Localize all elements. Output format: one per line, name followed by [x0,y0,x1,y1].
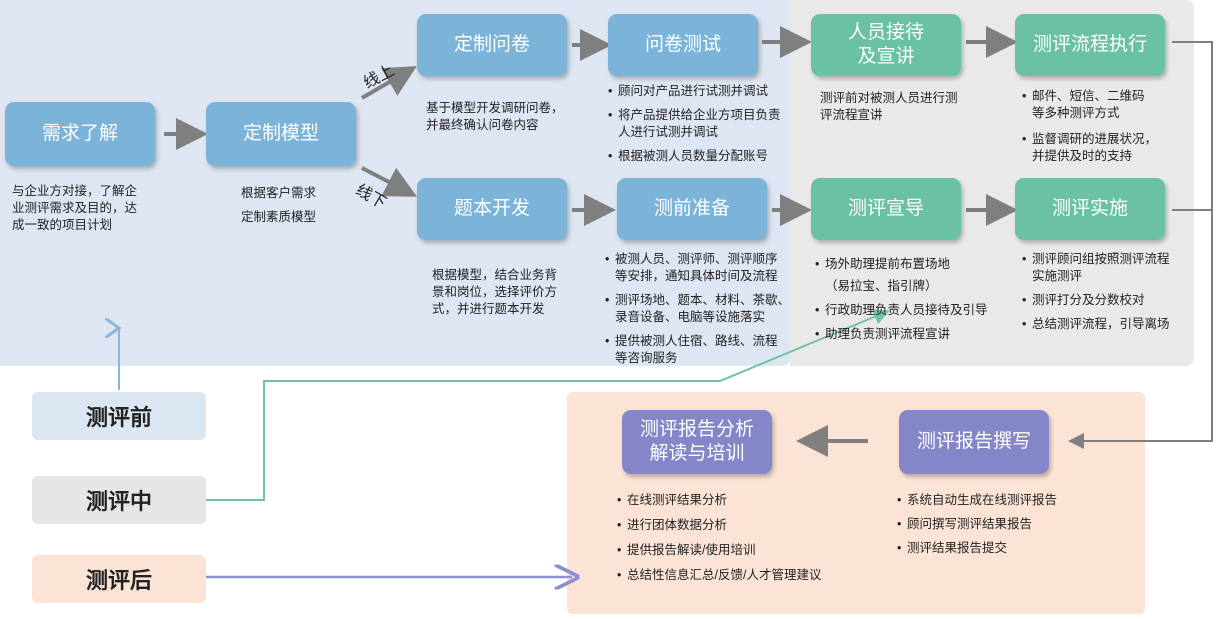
box-model: 定制模型 [206,102,356,166]
box-prep: 测前准备 [617,178,767,240]
list-analysis: 在线测评结果分析 进行团体数据分析 提供报告解读/使用培训 总结性信息汇总/反馈… [617,491,877,591]
note-reception: 测评前对被测人员进行测 评流程宣讲 [820,91,958,122]
list-item: 总结测评流程，引导离场 [1022,316,1202,333]
box-questionnaire: 定制问卷 [417,14,567,76]
list-item: 提供被测人住宿、路线、流程 等咨询服务 [605,333,795,367]
phase-pre-label: 测评前 [32,392,206,440]
list-item: 测评顾问组按照测评流程 实施测评 [1022,251,1202,285]
box-reception: 人员接待 及宣讲 [811,14,961,76]
box-item-dev: 题本开发 [417,178,567,240]
list-item: 助理负责测评流程宣讲 [815,323,1005,345]
list-item: 总结性信息汇总/反馈/人才管理建议 [617,566,877,584]
list-item: 测评打分及分数校对 [1022,292,1202,309]
note-questionnaire: 基于模型开发调研问卷， 并最终确认问卷内容 [426,101,564,132]
list-item: 测评结果报告提交 [897,539,1117,557]
box-execution: 测评流程执行 [1015,14,1165,76]
box-implement: 测评实施 [1015,178,1165,240]
box-analysis: 测评报告分析 解读与培训 [622,410,772,474]
list-item: 邮件、短信、二维码 等多种测评方式 [1022,88,1192,122]
list-item: 行政助理负责人员接待及引导 [815,299,1005,321]
list-item: 测评场地、题本、材料、茶歇、 录音设备、电脑等设施落实 [605,292,795,326]
note-model-2: 定制素质模型 [241,210,317,224]
list-item: 顾问对产品进行试测并调试 [608,83,798,100]
list-item: 顾问撰写测评结果报告 [897,515,1117,533]
list-item: 进行团体数据分析 [617,516,877,534]
phase-mid-label: 测评中 [32,476,206,524]
note-demand: 与企业方对接，了解企 业测评需求及目的，达 成一致的项目计划 [12,184,138,232]
connector-right [1068,41,1213,449]
phase-post-label: 测评后 [32,555,206,603]
box-qtest: 问卷测试 [608,14,758,76]
list-writing: 系统自动生成在线测评报告 顾问撰写测评结果报告 测评结果报告提交 [897,491,1117,564]
list-prep: 被测人员、测评师、测评顺序 等安排，通知具体时间及流程 测评场地、题本、材料、茶… [605,251,795,374]
note-item-dev: 根据模型，结合业务背 景和岗位，选择评价方 式，并进行题本开发 [432,268,558,316]
box-writing: 测评报告撰写 [899,410,1049,474]
arrow-model-offline [361,166,418,197]
list-item: 场外助理提前布置场地 （易拉宝、指引牌） [815,253,1005,297]
note-model-1: 根据客户需求 [241,186,317,200]
list-item: 在线测评结果分析 [617,491,877,509]
arrow-model-online [360,65,417,100]
list-item: 系统自动生成在线测评报告 [897,491,1117,509]
list-item: 提供报告解读/使用培训 [617,541,877,559]
list-item: 将产品提供给企业方项目负责 人进行试测并调试 [608,107,798,141]
list-execution: 邮件、短信、二维码 等多种测评方式 监督调研的进展状况， 并提供及时的支持 [1022,88,1192,172]
box-demand: 需求了解 [5,102,155,166]
list-item: 根据被测人员数量分配账号 [608,148,798,165]
list-guide: 场外助理提前布置场地 （易拉宝、指引牌） 行政助理负责人员接待及引导 助理负责测… [815,253,1005,352]
box-guide: 测评宣导 [811,178,961,240]
list-qtest: 顾问对产品进行试测并调试 将产品提供给企业方项目负责 人进行试测并调试 根据被测… [608,83,798,172]
list-item: 监督调研的进展状况， 并提供及时的支持 [1022,131,1192,165]
list-item: 被测人员、测评师、测评顺序 等安排，通知具体时间及流程 [605,251,795,285]
list-implement: 测评顾问组按照测评流程 实施测评 测评打分及分数校对 总结测评流程，引导离场 [1022,251,1202,340]
